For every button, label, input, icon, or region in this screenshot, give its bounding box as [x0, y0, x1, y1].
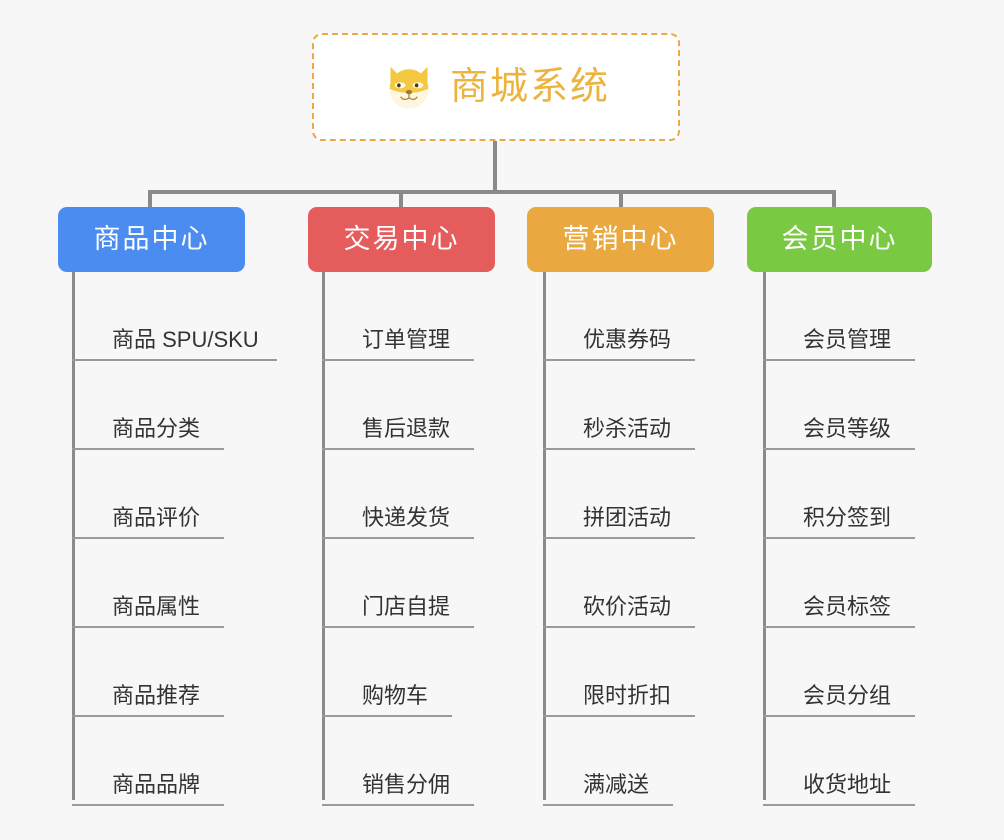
category-header-marketing-center[interactable]: 营销中心 — [527, 207, 714, 272]
category-label: 商品中心 — [93, 224, 210, 254]
leaf-rule — [322, 626, 474, 628]
leaf-item-member-group[interactable]: 会员分组 — [763, 628, 915, 717]
leaf-rule — [543, 804, 673, 806]
leaf-spine — [72, 272, 75, 800]
leaf-item-product-attribute[interactable]: 商品属性 — [72, 539, 224, 628]
leaf-label: 收货地址 — [803, 772, 892, 797]
leaf-label: 会员分组 — [803, 683, 892, 708]
leaf-label: 门店自提 — [362, 594, 451, 619]
connector-root-stem — [493, 141, 497, 193]
leaf-item-product-brand[interactable]: 商品品牌 — [72, 717, 224, 806]
leaf-label: 砍价活动 — [583, 594, 672, 619]
leaf-rule — [322, 804, 474, 806]
leaf-rule — [322, 448, 474, 450]
leaf-item-product-spu-sku[interactable]: 商品 SPU/SKU — [72, 272, 277, 361]
leaf-rule — [763, 359, 915, 361]
connector-drop-4 — [832, 190, 836, 210]
leaf-label: 商品属性 — [112, 594, 201, 619]
leaf-label: 商品评价 — [112, 505, 201, 530]
connector-drop-3 — [619, 190, 623, 210]
leaf-label: 秒杀活动 — [583, 416, 672, 441]
leaf-spine — [763, 272, 766, 800]
connector-drop-1 — [148, 190, 152, 210]
leaf-rule — [543, 448, 695, 450]
leaf-item-member-tag[interactable]: 会员标签 — [763, 539, 915, 628]
leaf-label: 售后退款 — [362, 416, 451, 441]
leaf-label: 商品 SPU/SKU — [112, 327, 259, 352]
category-label: 会员中心 — [781, 224, 898, 254]
leaf-item-full-reduction-gift[interactable]: 满减送 — [543, 717, 673, 806]
category-label: 营销中心 — [562, 224, 679, 254]
leaf-label: 满减送 — [583, 772, 650, 797]
leaf-item-points-checkin[interactable]: 积分签到 — [763, 450, 915, 539]
leaf-item-after-sales-refund[interactable]: 售后退款 — [322, 361, 474, 450]
leaf-label: 商品推荐 — [112, 683, 201, 708]
leaf-rule — [322, 359, 474, 361]
leaf-spine — [543, 272, 546, 800]
category-header-product-center[interactable]: 商品中心 — [58, 207, 245, 272]
root-node-content: 商城系统 — [382, 60, 610, 114]
leaf-rule — [322, 537, 474, 539]
leaf-label: 订单管理 — [362, 327, 451, 352]
connector-horizontal-bus — [148, 190, 836, 194]
leaf-label: 销售分佣 — [362, 772, 451, 797]
leaf-rule — [72, 804, 224, 806]
leaf-item-shipping-address[interactable]: 收货地址 — [763, 717, 915, 806]
leaf-label: 限时折扣 — [583, 683, 672, 708]
leaf-label: 会员标签 — [803, 594, 892, 619]
leaf-rule — [763, 626, 915, 628]
leaf-rule — [763, 537, 915, 539]
leaf-rule — [72, 448, 224, 450]
leaf-item-member-level[interactable]: 会员等级 — [763, 361, 915, 450]
leaf-rule — [763, 804, 915, 806]
leaf-rule — [72, 359, 277, 361]
category-label: 交易中心 — [343, 224, 460, 254]
leaf-item-group-buy[interactable]: 拼团活动 — [543, 450, 695, 539]
leaf-rule — [543, 359, 695, 361]
leaf-label: 优惠券码 — [583, 327, 672, 352]
leaf-label: 会员管理 — [803, 327, 892, 352]
leaf-label: 快递发货 — [362, 505, 451, 530]
leaf-rule — [72, 715, 224, 717]
leaf-item-product-recommend[interactable]: 商品推荐 — [72, 628, 224, 717]
leaf-rule — [763, 448, 915, 450]
leaf-item-shopping-cart[interactable]: 购物车 — [322, 628, 452, 717]
leaf-rule — [72, 626, 224, 628]
root-node-mall-system[interactable]: 商城系统 — [312, 33, 680, 141]
leaf-item-coupon-code[interactable]: 优惠券码 — [543, 272, 695, 361]
shiba-dog-face-icon — [389, 66, 429, 109]
leaf-spine — [322, 272, 325, 800]
leaf-label: 商品分类 — [112, 416, 201, 441]
root-node-title: 商城系统 — [449, 66, 610, 108]
leaf-item-limited-time-discount[interactable]: 限时折扣 — [543, 628, 695, 717]
category-header-trade-center[interactable]: 交易中心 — [308, 207, 495, 272]
leaf-rule — [72, 537, 224, 539]
connector-drop-2 — [399, 190, 403, 210]
leaf-item-sales-commission[interactable]: 销售分佣 — [322, 717, 474, 806]
leaf-item-bargain-activity[interactable]: 砍价活动 — [543, 539, 695, 628]
leaf-item-store-pickup[interactable]: 门店自提 — [322, 539, 474, 628]
leaf-item-product-category[interactable]: 商品分类 — [72, 361, 224, 450]
leaf-item-order-management[interactable]: 订单管理 — [322, 272, 474, 361]
leaf-label: 积分签到 — [803, 505, 892, 530]
leaf-label: 商品品牌 — [112, 772, 201, 797]
leaf-item-member-management[interactable]: 会员管理 — [763, 272, 915, 361]
leaf-rule — [322, 715, 452, 717]
leaf-rule — [543, 626, 695, 628]
leaf-label: 会员等级 — [803, 416, 892, 441]
leaf-rule — [543, 537, 695, 539]
category-header-member-center[interactable]: 会员中心 — [747, 207, 932, 272]
leaf-item-express-shipping[interactable]: 快递发货 — [322, 450, 474, 539]
leaf-rule — [763, 715, 915, 717]
leaf-label: 购物车 — [362, 683, 429, 708]
leaf-rule — [543, 715, 695, 717]
leaf-label: 拼团活动 — [583, 505, 672, 530]
leaf-item-flash-sale[interactable]: 秒杀活动 — [543, 361, 695, 450]
leaf-item-product-review[interactable]: 商品评价 — [72, 450, 224, 539]
